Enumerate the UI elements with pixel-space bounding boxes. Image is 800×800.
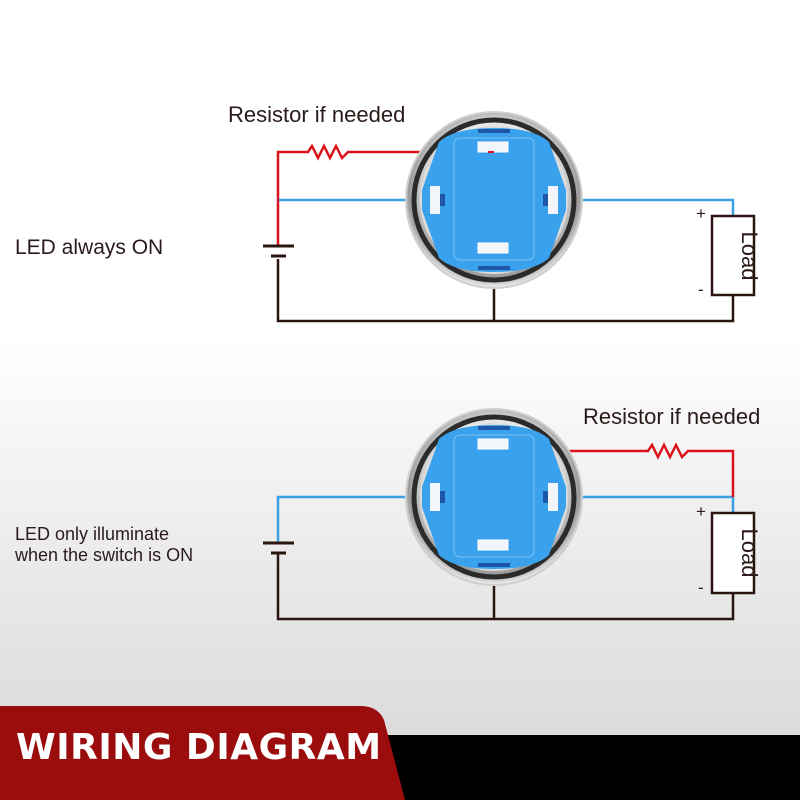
resistor-label-bottom: Resistor if needed [583,404,761,429]
led-wire-bottom [494,442,735,497]
load-label-bottom: Load [737,529,762,578]
load-plus-sign-top: + [696,204,706,223]
mode-label-led-switch-on-line1: LED only illuminate [15,524,170,544]
ground-wire-bottom [276,554,735,621]
battery-icon-top [263,244,294,258]
load-box-top: Load [710,214,762,297]
led-wire-top [276,143,494,246]
load-plus-sign-bottom: + [696,502,706,521]
mode-label-led-always-on: LED always ON [15,236,164,259]
load-box-bottom: Load [710,511,762,595]
ground-wire-top [276,259,735,323]
circuit-led-always-on: Load [263,112,762,323]
load-minus-sign-bottom: - [698,578,704,597]
load-minus-sign-top: - [698,280,704,299]
resistor-label-top: Resistor if needed [228,102,406,127]
circuit-led-switch-on: Load [263,409,762,621]
battery-icon-bottom [263,541,294,555]
switch-wire-top-right [548,198,735,216]
banner-title: WIRING DIAGRAM [16,727,382,768]
banner-red-tab [0,706,405,800]
push-switch-bottom [406,409,582,585]
load-label-top: Load [737,232,762,281]
mode-label-led-switch-on-line2: when the switch is ON [15,545,194,565]
switch-wire-bottom-left [276,495,440,543]
push-switch-top [406,112,582,288]
